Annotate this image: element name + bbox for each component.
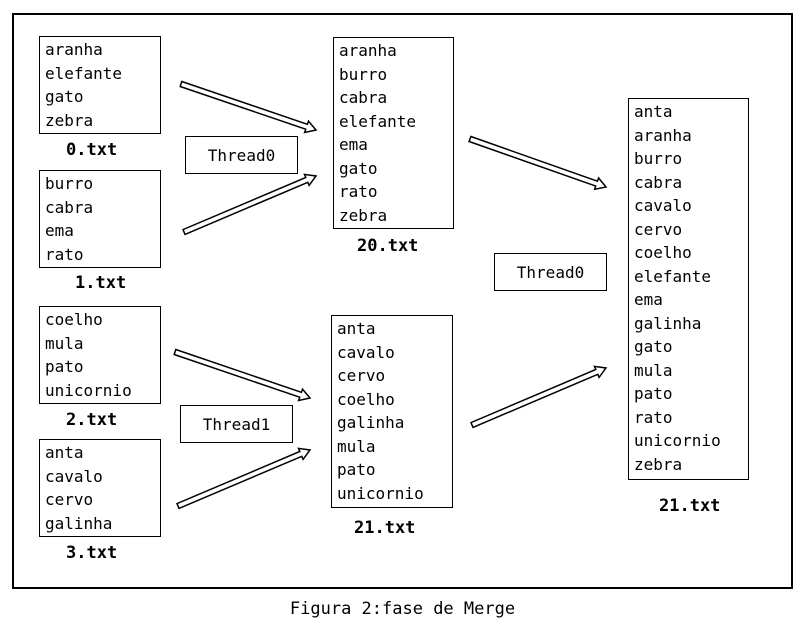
list-item: ema bbox=[45, 221, 74, 240]
list-item: galinha bbox=[337, 413, 405, 432]
thread-box-0-top: Thread0 bbox=[185, 136, 298, 174]
list-item: elefante bbox=[339, 111, 417, 131]
list-item: coelho bbox=[337, 389, 395, 409]
list-item: elefante bbox=[45, 63, 123, 83]
list-item: rato bbox=[339, 182, 378, 201]
list-item: cabra bbox=[339, 88, 388, 107]
list-item: cervo bbox=[337, 366, 386, 385]
diagram-frame bbox=[12, 13, 793, 589]
list-item: zebra bbox=[634, 454, 683, 474]
file-box-20: aranha burro cabra elefante ema gato rato zebra bbox=[333, 37, 454, 229]
list-item: galinha bbox=[45, 513, 113, 533]
merge-arrow-4 bbox=[176, 447, 312, 510]
file-box-2: coelho mula pato unicornio bbox=[39, 306, 161, 404]
file-box-0: aranha elefante gato zebra bbox=[39, 36, 161, 134]
figure-caption: Figura 2:fase de Merge bbox=[289, 599, 516, 619]
list-item: aranha bbox=[45, 40, 103, 59]
list-item: burro bbox=[339, 64, 388, 84]
list-item: mula bbox=[337, 436, 376, 456]
list-item: aranha bbox=[339, 41, 397, 60]
list-item: burro bbox=[634, 149, 683, 168]
list-item: unicornio bbox=[634, 431, 721, 450]
file-label-21-final: 21.txt bbox=[659, 496, 721, 516]
list-item: pato bbox=[634, 384, 673, 403]
list-item: zebra bbox=[339, 205, 388, 225]
list-item: unicornio bbox=[45, 380, 132, 400]
list-item: cavalo bbox=[45, 466, 103, 486]
list-item: gato bbox=[339, 158, 378, 178]
merge-arrow-6 bbox=[470, 365, 608, 429]
file-box-21-partial: anta cavalo cervo coelho galinha mula pato unic… bbox=[331, 315, 453, 508]
file-box-21-final: anta aranha burro cabra cavalo cervo coelho ele… bbox=[628, 98, 749, 480]
list-item: coelho bbox=[45, 310, 103, 329]
merge-arrow-3 bbox=[173, 348, 312, 402]
list-item: pato bbox=[45, 357, 84, 376]
thread-box-0-final: Thread0 bbox=[494, 253, 607, 291]
file-label-1: 1.txt bbox=[75, 273, 127, 293]
list-item: gato bbox=[45, 87, 84, 106]
list-item: anta bbox=[45, 443, 84, 462]
list-item: gato bbox=[634, 337, 673, 356]
file-label-0: 0.txt bbox=[66, 140, 118, 160]
list-item: mula bbox=[45, 333, 84, 353]
list-item: elefante bbox=[634, 266, 712, 286]
list-item: cavalo bbox=[337, 342, 395, 362]
list-item: coelho bbox=[634, 243, 692, 262]
list-item: unicornio bbox=[337, 483, 424, 503]
list-item: cabra bbox=[634, 172, 683, 192]
file-box-3: anta cavalo cervo galinha bbox=[39, 439, 161, 537]
list-item: burro bbox=[45, 174, 94, 193]
list-item: rato bbox=[45, 244, 84, 264]
list-item: anta bbox=[337, 319, 376, 338]
list-item: pato bbox=[337, 460, 376, 479]
merge-arrow-5 bbox=[468, 135, 608, 191]
list-item: cervo bbox=[634, 219, 683, 239]
merge-arrow-1 bbox=[179, 80, 318, 134]
thread-box-1: Thread1 bbox=[180, 405, 293, 443]
list-item: cervo bbox=[45, 490, 94, 509]
list-item: mula bbox=[634, 360, 673, 380]
file-label-3: 3.txt bbox=[66, 543, 118, 563]
list-item: aranha bbox=[634, 125, 692, 145]
list-item: rato bbox=[634, 407, 673, 427]
list-item: zebra bbox=[45, 110, 94, 130]
list-item: ema bbox=[634, 290, 663, 309]
list-item: anta bbox=[634, 102, 673, 121]
list-item: ema bbox=[339, 135, 368, 154]
file-box-1: burro cabra ema rato bbox=[39, 170, 161, 268]
list-item: cavalo bbox=[634, 196, 692, 215]
list-item: galinha bbox=[634, 313, 702, 333]
list-item: cabra bbox=[45, 197, 94, 217]
merge-arrow-2 bbox=[182, 173, 318, 236]
file-label-20: 20.txt bbox=[357, 236, 419, 256]
file-label-2: 2.txt bbox=[66, 410, 118, 430]
file-label-21-partial: 21.txt bbox=[354, 518, 416, 538]
